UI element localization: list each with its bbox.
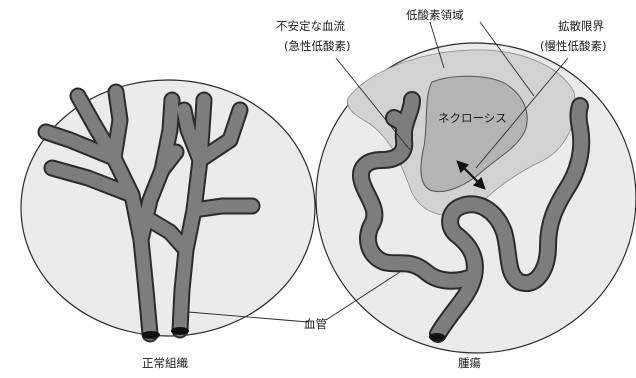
label-acute-hypoxia-line2: (急性低酸素) — [284, 39, 350, 53]
label-necrosis: ネクローシス — [438, 111, 507, 125]
normal-tissue-panel — [21, 80, 315, 339]
label-blood-vessel: 血管 — [304, 317, 327, 331]
label-diffusion-limit-line1: 拡散限界 — [558, 19, 604, 33]
label-acute-hypoxia-line1: 不安定な血流 — [276, 19, 345, 33]
caption-tumor: 腫瘍 — [458, 356, 481, 370]
vessel-cut-end — [429, 333, 445, 341]
label-hypoxic-region: 低酸素領域 — [406, 8, 464, 22]
vessel-cut-end — [142, 331, 160, 339]
vessel-cut-end — [171, 327, 189, 335]
label-diffusion-limit-line2: (慢性低酸素) — [540, 39, 606, 53]
caption-normal-tissue: 正常組織 — [142, 356, 188, 370]
tumor-panel — [316, 43, 636, 353]
